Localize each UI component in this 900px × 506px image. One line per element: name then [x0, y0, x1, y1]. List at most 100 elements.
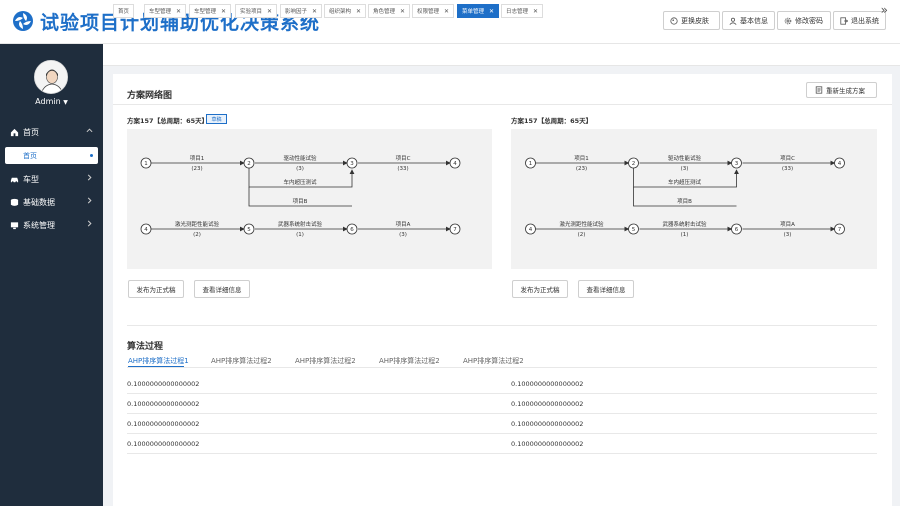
node-label: 4: [144, 227, 148, 233]
caret-down-icon: ▼: [63, 99, 68, 106]
sidebar-item-home[interactable]: 首页: [0, 121, 103, 143]
tab-permission[interactable]: 权限管理✕: [412, 4, 455, 18]
draft-badge: 草稿: [206, 114, 227, 124]
avatar[interactable]: [34, 60, 68, 94]
node-label: 7: [838, 227, 842, 233]
edge-duration: (2): [578, 232, 586, 238]
close-icon[interactable]: ✕: [400, 7, 406, 15]
tab-label: 车型管理: [194, 9, 217, 15]
edge-label: 车内超压测试: [668, 178, 702, 186]
admin-user-menu[interactable]: Admin ▼: [0, 97, 103, 106]
tab-log[interactable]: 日志管理✕: [501, 4, 544, 18]
close-icon[interactable]: ✕: [356, 7, 362, 15]
tab-label: 首页: [118, 9, 130, 15]
tab-test-project[interactable]: 实验项目✕: [235, 4, 278, 18]
table-cell: 0.1000000000000002: [127, 420, 200, 428]
car-icon: [9, 174, 19, 184]
tab-role[interactable]: 角色管理 ✕: [368, 4, 411, 18]
edge-label: 项目1: [190, 155, 205, 162]
tab-car-manage[interactable]: 车型管理 ✕: [144, 4, 187, 18]
sidebar-item-system[interactable]: 系统管理: [0, 214, 103, 236]
tab-ahp-3[interactable]: AHP排序算法过程2: [295, 357, 356, 365]
logout-button[interactable]: 退出系统: [833, 11, 886, 30]
node-label: 5: [632, 227, 636, 233]
detail-button-right[interactable]: 查看详细信息: [578, 280, 634, 298]
palette-icon: [670, 16, 678, 25]
edge-duration: (3): [399, 232, 407, 238]
edge-duration: (33): [782, 166, 793, 172]
change-password-button[interactable]: 修改密码: [777, 11, 831, 30]
detail-button-left[interactable]: 查看详细信息: [194, 280, 250, 298]
edge-duration: (1): [296, 232, 304, 238]
sidebar-item-base-data[interactable]: 基础数据: [0, 191, 103, 213]
change-skin-button[interactable]: 更换皮肤: [663, 11, 720, 30]
tab-ahp-1[interactable]: AHP排序算法过程1: [128, 357, 189, 365]
row-divider: [127, 413, 877, 414]
logo-icon: [13, 11, 33, 31]
tab-ahp-4[interactable]: AHP排序算法过程2: [379, 357, 440, 365]
sidebar-item-car-label: 车型: [23, 174, 39, 184]
node-label: 6: [735, 227, 739, 233]
close-icon[interactable]: ✕: [221, 7, 227, 15]
table-cell: 0.1000000000000002: [511, 440, 584, 448]
close-icon[interactable]: ✕: [176, 7, 182, 15]
node-label: 4: [838, 161, 842, 167]
tab-org[interactable]: 组织架构✕: [324, 4, 367, 18]
edge-label: 项目A: [396, 221, 411, 228]
node-label: 3: [350, 161, 354, 167]
edge-label: 激光测距性能试验: [559, 220, 604, 228]
close-icon[interactable]: ✕: [267, 7, 273, 15]
edge-label: 激光测距性能试验: [175, 220, 220, 228]
tab-ahp-2[interactable]: AHP排序算法过程2: [211, 357, 272, 365]
edge-duration: (33): [397, 166, 408, 172]
tabs-bar: [103, 44, 900, 66]
node-label: 7: [453, 227, 457, 233]
publish-button-right[interactable]: 发布为正式稿: [512, 280, 568, 298]
regenerate-plan-button[interactable]: 重新生成方案: [806, 82, 877, 98]
sidebar-subitem-home[interactable]: 首页: [5, 147, 98, 164]
tab-label: 角色管理: [373, 9, 396, 15]
sidebar-item-car[interactable]: 车型: [0, 168, 103, 190]
node-label: 2: [632, 161, 636, 167]
edge-label: 项目1: [574, 155, 589, 162]
edge-duration: (2): [193, 232, 201, 238]
active-tab-indicator: [128, 366, 184, 367]
tab-impact-factor[interactable]: 影响因子 ✕: [280, 4, 323, 18]
tab-label: 车型管理: [149, 9, 172, 15]
user-icon: [729, 17, 737, 25]
tab-menu-manage[interactable]: 菜单管理 ✕: [457, 4, 500, 18]
basic-info-label: 基本信息: [740, 16, 768, 25]
tab-ahp-5[interactable]: AHP排序算法过程2: [463, 357, 524, 365]
close-icon[interactable]: ✕: [312, 7, 318, 15]
close-icon[interactable]: ✕: [533, 7, 539, 15]
logout-label: 退出系统: [851, 16, 879, 25]
node-label: 4: [529, 227, 533, 233]
table-cell: 0.1000000000000002: [511, 420, 584, 428]
basic-info-button[interactable]: 基本信息: [722, 11, 775, 30]
sidebar-item-base-data-label: 基础数据: [23, 197, 55, 207]
home-icon: [9, 127, 19, 137]
table-cell: 0.1000000000000002: [511, 380, 584, 388]
node-label: 5: [247, 227, 251, 233]
edge-label: 项目A: [780, 221, 795, 228]
edge-duration: (1): [681, 232, 689, 238]
publish-button-left[interactable]: 发布为正式稿: [128, 280, 184, 298]
edge-label: 项目C: [780, 155, 795, 162]
network-diagram-right: 1 2 3 4 4 5 6 7 项目1 (23) 驱动性能试验 (3) 项目C …: [511, 129, 877, 269]
close-icon[interactable]: ✕: [489, 7, 495, 15]
tab-home[interactable]: 首页: [113, 4, 135, 18]
edge-duration: (23): [191, 166, 202, 172]
tab-label: 影响因子: [285, 9, 308, 15]
document-icon: [815, 86, 823, 94]
sidebar-item-system-label: 系统管理: [23, 220, 55, 230]
tab-label: 菜单管理: [462, 9, 485, 15]
plan-label-right: 方案157【总周期：65天】: [511, 117, 593, 125]
node-label: 4: [453, 161, 457, 167]
network-svg: 1 2 3 4 4 5 6 7 项目1 (23) 驱动性能试验 (3) 项目C …: [140, 154, 461, 238]
close-icon[interactable]: ✕: [444, 7, 450, 15]
monitor-icon: [9, 220, 19, 230]
chevron-up-icon: [86, 127, 94, 137]
double-chevron-right-icon[interactable]: »: [880, 3, 888, 17]
gear-icon: [784, 17, 792, 24]
tab-car-manage-2[interactable]: 车型管理 ✕: [189, 4, 232, 18]
